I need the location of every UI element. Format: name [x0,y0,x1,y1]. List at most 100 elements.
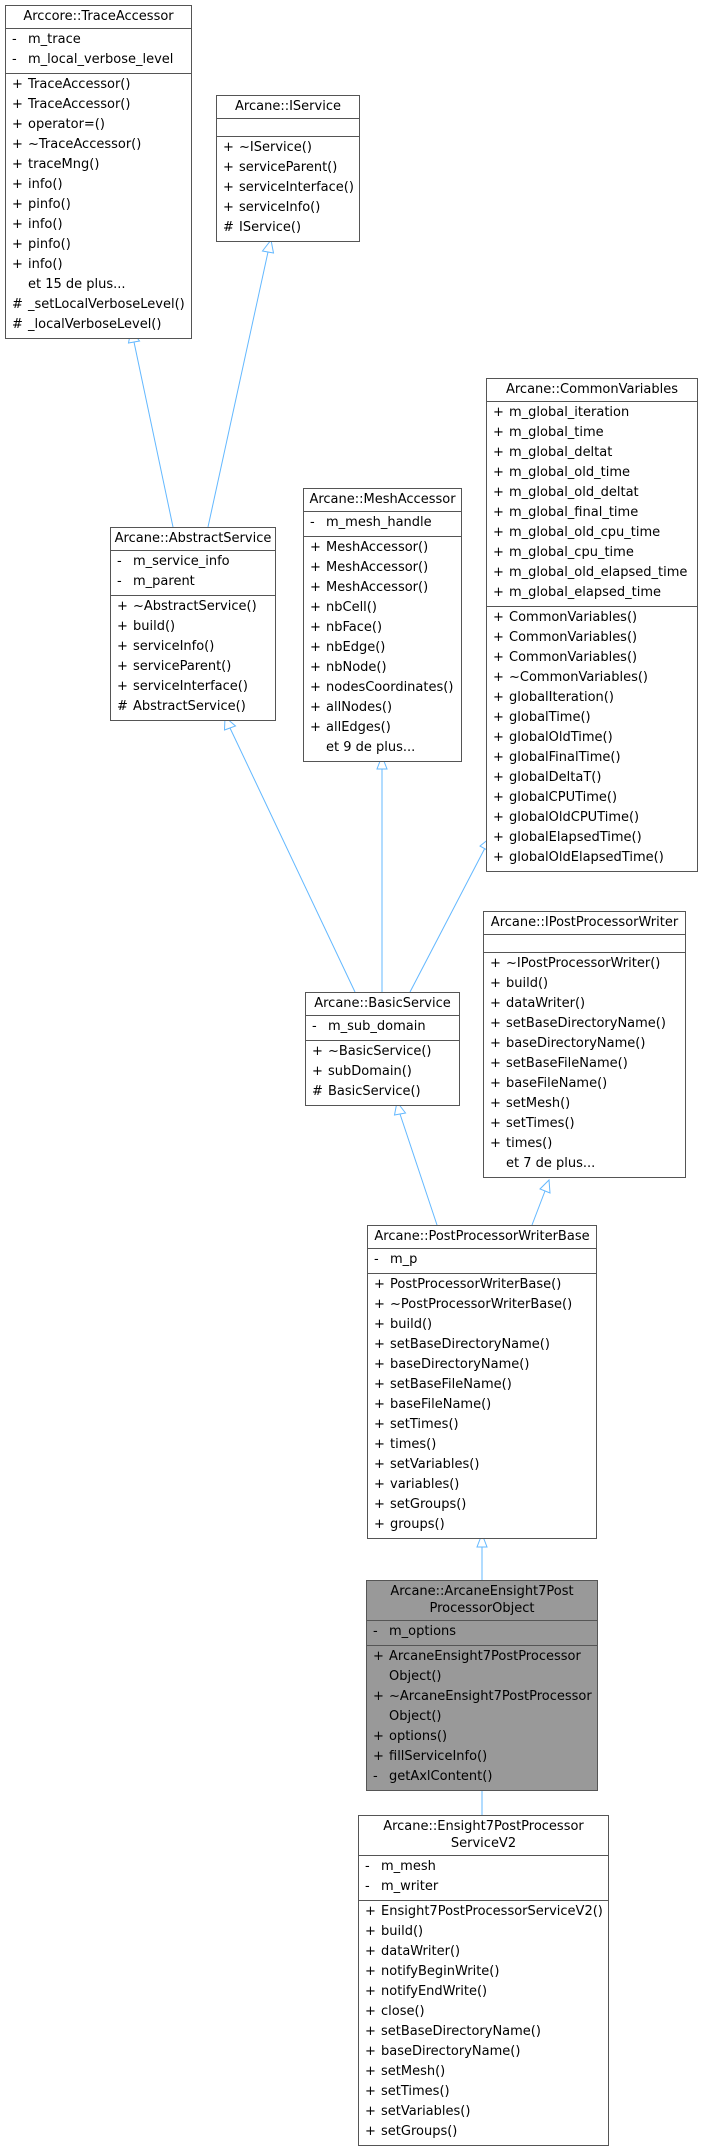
attribute-name: m_options [389,1624,457,1639]
operation-name: et 9 de plus... [326,740,416,755]
visibility-marker: # [223,220,234,235]
attribute-name: m_global_time [509,425,604,440]
visibility-marker: + [374,1277,385,1292]
visibility-marker: + [490,996,501,1011]
attribute-name: m_parent [133,574,195,589]
attributes-section: -m_service_info-m_parent [111,550,275,595]
visibility-marker: + [365,2104,376,2119]
operation-name: Object() [389,1669,442,1684]
class-name-line: Arcane::CommonVariables [505,382,679,397]
attributes-section: -m_trace-m_local_verbose_level [6,28,191,73]
class-name-line: ServiceV2 [450,1836,517,1851]
visibility-marker: + [12,177,23,192]
class-basicservice[interactable]: Arcane::BasicService-m_sub_domain+~Basic… [305,992,460,1106]
edge-basicservice-abstractservice [229,727,356,993]
operation-row: #_setLocalVerboseLevel() [6,295,191,315]
operation-row: +setMesh() [359,2062,608,2082]
arrowhead-ipostprocessorwriter [539,1178,551,1194]
edge-abstractservice-traceaccessor [133,341,174,528]
class-traceaccessor[interactable]: Arccore::TraceAccessor-m_trace-m_local_v… [5,5,192,339]
visibility-marker: + [12,117,23,132]
operation-name: globalElapsedTime() [509,830,642,845]
operations-section: +~BasicService()+subDomain()#BasicServic… [306,1040,459,1105]
visibility-marker: + [117,619,128,634]
visibility-marker: + [490,1016,501,1031]
class-name: Arcane::BasicService [306,993,459,1015]
class-name-line: ProcessorObject [429,1601,535,1616]
operation-row: +info() [6,175,191,195]
operation-name: baseFileName() [506,1076,608,1091]
class-ipostprocessorwriter[interactable]: Arcane::IPostProcessorWriter+~IPostProce… [483,911,686,1178]
operation-row: +serviceInfo() [111,637,275,657]
operations-section: +PostProcessorWriterBase()+~PostProcesso… [368,1273,596,1538]
operation-row: +setTimes() [359,2082,608,2102]
visibility-marker: + [374,1497,385,1512]
visibility-marker: - [12,52,17,67]
visibility-marker: + [493,770,504,785]
operations-section: +~IService()+serviceParent()+serviceInte… [217,136,359,241]
operation-name: serviceInterface() [133,679,248,694]
operation-name: nbCell() [326,600,377,615]
operation-name: baseFileName() [390,1397,492,1412]
class-name: Arcane::AbstractService [111,528,275,550]
class-commonvariables[interactable]: Arcane::CommonVariables+ m_global_iterati… [486,378,698,872]
edge-writerbase-basicservice [399,1113,438,1226]
visibility-marker: + [493,485,504,500]
visibility-marker: + [365,1924,376,1939]
attribute-row: +m_global_deltat [487,443,697,463]
class-meshaccessor[interactable]: Arcane::MeshAccessor-m_mesh_handle+MeshA… [303,488,462,762]
operation-name: build() [133,619,176,634]
visibility-marker [373,1707,389,1727]
operation-name: setMesh() [506,1096,571,1111]
operation-row: +options() [367,1727,597,1747]
operation-row: +groups() [368,1515,596,1535]
operation-row: +dataWriter() [359,1942,608,1962]
attribute-name: m_global_iteration [509,405,630,420]
operation-name: serviceInfo() [239,200,321,215]
operation-row: et 7 de plus... [484,1154,685,1174]
operation-name: groups() [390,1517,445,1532]
attribute-row: +m_global_final_time [487,503,697,523]
visibility-marker: + [117,659,128,674]
visibility-marker: + [374,1417,385,1432]
operation-name: TraceAccessor() [28,77,131,92]
attribute-row: -m_sub_domain [306,1017,459,1037]
class-name: Arcane::IService [217,96,359,118]
class-iservice[interactable]: Arcane::IService+~IService()+servicePare… [216,95,360,242]
class-postprocessorwriterbase[interactable]: Arcane::PostProcessorWriterBase-m_p+Post… [367,1225,597,1539]
operation-row: +~IService() [217,138,359,158]
visibility-marker: + [117,639,128,654]
visibility-marker: + [490,1136,501,1151]
attributes-section: -m_mesh-m_writer [359,1855,608,1900]
operation-row: +baseFileName() [484,1074,685,1094]
visibility-marker: + [365,1984,376,1999]
operation-row: +Ensight7PostProcessorServiceV2() [359,1902,608,1922]
attribute-name: m_global_cpu_time [509,545,634,560]
visibility-marker: + [312,1064,323,1079]
operation-name: setBaseDirectoryName() [390,1337,550,1352]
attribute-name: m_global_final_time [509,505,639,520]
visibility-marker: - [310,515,315,530]
visibility-marker: + [223,160,234,175]
visibility-marker: + [493,690,504,705]
edge-writerbase-ipostprocessorwriter [531,1190,546,1226]
operation-row: +TraceAccessor() [6,95,191,115]
visibility-marker: + [373,1749,384,1764]
operation-row: +serviceInterface() [111,677,275,697]
class-name-line: Arcane::IService [235,99,341,114]
operation-row: + build() [111,617,275,637]
operation-name: options() [389,1729,448,1744]
visibility-marker: - [365,1879,370,1894]
visibility-marker: + [310,720,321,735]
operation-name: setBaseDirectoryName() [381,2024,541,2039]
operation-name: nbFace() [326,620,383,635]
class-abstractservice[interactable]: Arcane::AbstractService-m_service_info-m… [110,527,276,721]
operation-row: +setGroups() [368,1495,596,1515]
operation-row: +CommonVariables() [487,648,697,668]
operation-row: +~AbstractService() [111,597,275,617]
operation-row: +nbFace() [304,618,461,638]
visibility-marker: + [223,200,234,215]
arrowhead-writerbase [476,1532,488,1548]
